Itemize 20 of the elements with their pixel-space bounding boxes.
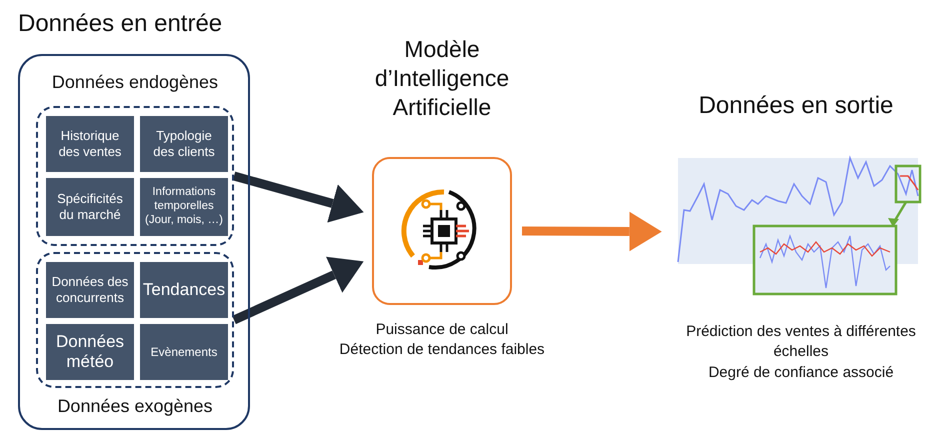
data-category-box: Spécificités du marché xyxy=(46,178,134,236)
data-category-box: Données des concurrents xyxy=(46,262,134,318)
data-category-box: Historique des ventes xyxy=(46,116,134,172)
section-heading: Données en sortie xyxy=(698,92,894,120)
data-category-box: Typologie des clients xyxy=(140,116,228,172)
group-title: Données endogènes xyxy=(50,72,220,93)
section-heading: Données en entrée xyxy=(18,10,224,38)
caption-text: Prédiction des ventes à différentes échelles xyxy=(685,322,917,362)
caption-text: Puissance de calcul xyxy=(374,320,510,340)
arrow xyxy=(232,172,364,223)
model-heading: Modèle d’Intelligence Artificielle xyxy=(374,35,510,122)
group-title: Données exogènes xyxy=(56,396,214,417)
arrow xyxy=(522,212,662,252)
arrow xyxy=(232,256,364,324)
caption-text: Degré de confiance associé xyxy=(707,362,895,382)
data-category-box: Evènements xyxy=(140,324,228,380)
data-category-box: Informations temporelles (Jour, mois, …) xyxy=(140,178,228,236)
data-category-box: Données météo xyxy=(46,324,134,380)
data-category-box: Tendances xyxy=(140,262,228,318)
caption-text: Détection de tendances faibles xyxy=(338,340,546,360)
